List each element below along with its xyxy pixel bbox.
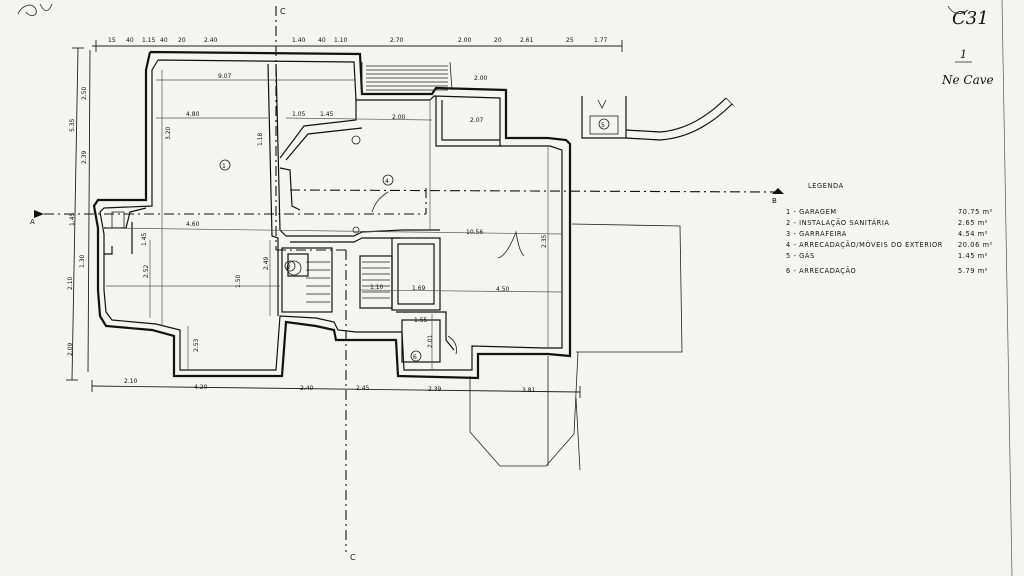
dim-int-0: 9.07 (218, 73, 232, 80)
dim-int-2: 3.20 (165, 126, 172, 140)
sheet-border-line (1001, 0, 1013, 576)
dim-top-11: 20 (494, 37, 502, 44)
dim-bottom-5: 3.81 (522, 387, 536, 394)
dim-top-4: 20 (178, 37, 186, 44)
section-mark-a: A (30, 218, 35, 226)
dim-int-18: 1.55 (414, 317, 428, 324)
sheet-number: C31 (952, 8, 989, 29)
dim-int-21: 2.53 (193, 338, 200, 352)
interior-dimension-labels: 9.07 4.80 3.20 1.05 1.45 2.00 2.07 2.00 … (141, 73, 548, 352)
left-dimension-chain (66, 47, 91, 381)
sheet-number-mark (947, 5, 969, 14)
building-outer-walls (92, 50, 572, 380)
dim-left-0: 5.35 (69, 118, 76, 132)
legend-area-4: 20.06 m² (958, 241, 993, 249)
dim-left-2: 2.39 (81, 150, 88, 164)
dim-top-8: 1.10 (334, 37, 348, 44)
dim-top-0: 15 (108, 37, 116, 44)
dim-int-15: 4.50 (496, 286, 510, 293)
room-marker-5: 5 (601, 122, 605, 129)
exterior-terrace (469, 223, 683, 471)
legend-area-5: 1.45 m² (958, 252, 988, 260)
dim-int-11: 2.35 (541, 234, 548, 248)
legend-title: LEGENDA (808, 182, 844, 190)
dim-int-19: 2.01 (427, 334, 434, 348)
dim-int-13: 1.50 (235, 274, 242, 288)
dim-top-10: 2.00 (458, 37, 472, 44)
dim-left-1: 2.50 (81, 86, 88, 100)
dim-top-9: 2.70 (390, 37, 404, 44)
corner-scribble (17, 3, 53, 16)
dim-top-14: 1.77 (594, 37, 608, 44)
dim-top-3: 40 (160, 37, 168, 44)
dim-top-7: 40 (318, 37, 326, 44)
dim-left-4: 2.10 (67, 276, 74, 290)
dim-int-8: 4.60 (186, 221, 200, 228)
dim-int-12: 1.10 (370, 284, 384, 291)
dim-int-4: 1.45 (320, 111, 334, 118)
top-dimension-labels: 15 40 1.15 40 20 2.40 1.40 40 1.10 2.70 … (108, 37, 608, 44)
legend-area-1: 70.75 m² (958, 208, 993, 216)
legend-area-6: 5.79 m² (958, 267, 988, 275)
dim-bottom-3: 2.45 (356, 385, 370, 392)
room-marker-4: 4 (385, 178, 389, 185)
legend-item-1: 1 - GARAGEM (786, 208, 837, 216)
bottom-dimension-chain (91, 380, 581, 398)
dim-int-1: 4.80 (186, 111, 200, 118)
interior-dimension-lines (105, 70, 563, 370)
section-mark-c-bottom: C (350, 553, 356, 562)
dim-int-20: 1.18 (257, 132, 264, 146)
dim-bottom-1: 4.20 (194, 384, 208, 391)
legend-item-2: 2 - INSTALAÇÃO SANITÁRIA (786, 218, 890, 227)
legend-item-5: 5 - GÁS (786, 251, 815, 260)
dim-int-16: 2.52 (143, 264, 150, 278)
dim-int-17: 2.49 (263, 256, 270, 270)
sketch-marks (351, 135, 525, 355)
stairs (306, 61, 453, 303)
bottom-dimension-labels: 2.10 4.20 2.40 2.45 2.39 3.81 (124, 378, 536, 394)
legend-item-4: 4 - ARRECADAÇÃO/MÓVEIS DO EXTERIOR (786, 240, 943, 249)
section-axes (44, 6, 777, 552)
dim-int-9: 1.45 (141, 232, 148, 246)
dim-top-2: 1.15 (142, 37, 156, 44)
dim-int-7: 2.00 (474, 75, 488, 82)
dim-bottom-2: 2.40 (300, 385, 314, 392)
legend-area-3: 4.54 m² (958, 230, 988, 238)
dim-top-1: 40 (126, 37, 134, 44)
dim-bottom-0: 2.10 (124, 378, 138, 385)
dim-int-3: 1.05 (292, 111, 306, 118)
left-dimension-labels: 5.35 2.50 2.39 1.45 2.10 1.30 2.09 (67, 86, 88, 356)
dim-int-5: 2.00 (392, 114, 406, 121)
legend-area-2: 2.65 m² (958, 219, 988, 227)
section-mark-c-top: C (280, 7, 286, 16)
gas-cabinet-area (581, 96, 735, 141)
legend: LEGENDA 1 - GARAGEM 70.75 m² 2 - INSTALA… (786, 182, 993, 275)
sheet-annotation: Ne Cave (941, 73, 994, 87)
room-marker-2: 2 (287, 264, 291, 271)
dim-left-5: 1.30 (79, 254, 86, 268)
dim-top-12: 2.61 (520, 37, 534, 44)
top-dimension-chain (92, 40, 623, 52)
dim-top-13: 25 (566, 37, 574, 44)
dim-int-10: 10.56 (466, 229, 483, 236)
dim-int-6: 2.07 (470, 117, 484, 124)
room-marker-6: 6 (413, 354, 417, 361)
section-mark-b: B (772, 197, 777, 205)
legend-item-6: 6 - ARRECADAÇÃO (786, 266, 856, 275)
dim-top-6: 1.40 (292, 37, 306, 44)
room-marker-1: 1 (222, 163, 226, 170)
section-arrow-a (34, 210, 44, 218)
room-markers (219, 118, 610, 362)
dim-left-6: 2.09 (67, 342, 74, 356)
sheet-scale-ref: 1 (960, 48, 967, 61)
dim-top-5: 2.40 (204, 37, 218, 44)
dim-bottom-4: 2.39 (428, 386, 442, 393)
legend-item-3: 3 - GARRAFEIRA (786, 230, 847, 238)
axis-b-horizontal (289, 189, 777, 193)
dim-int-14: 1.69 (412, 285, 426, 292)
dim-left-3: 1.45 (69, 212, 76, 226)
section-arrow-b (772, 188, 784, 194)
